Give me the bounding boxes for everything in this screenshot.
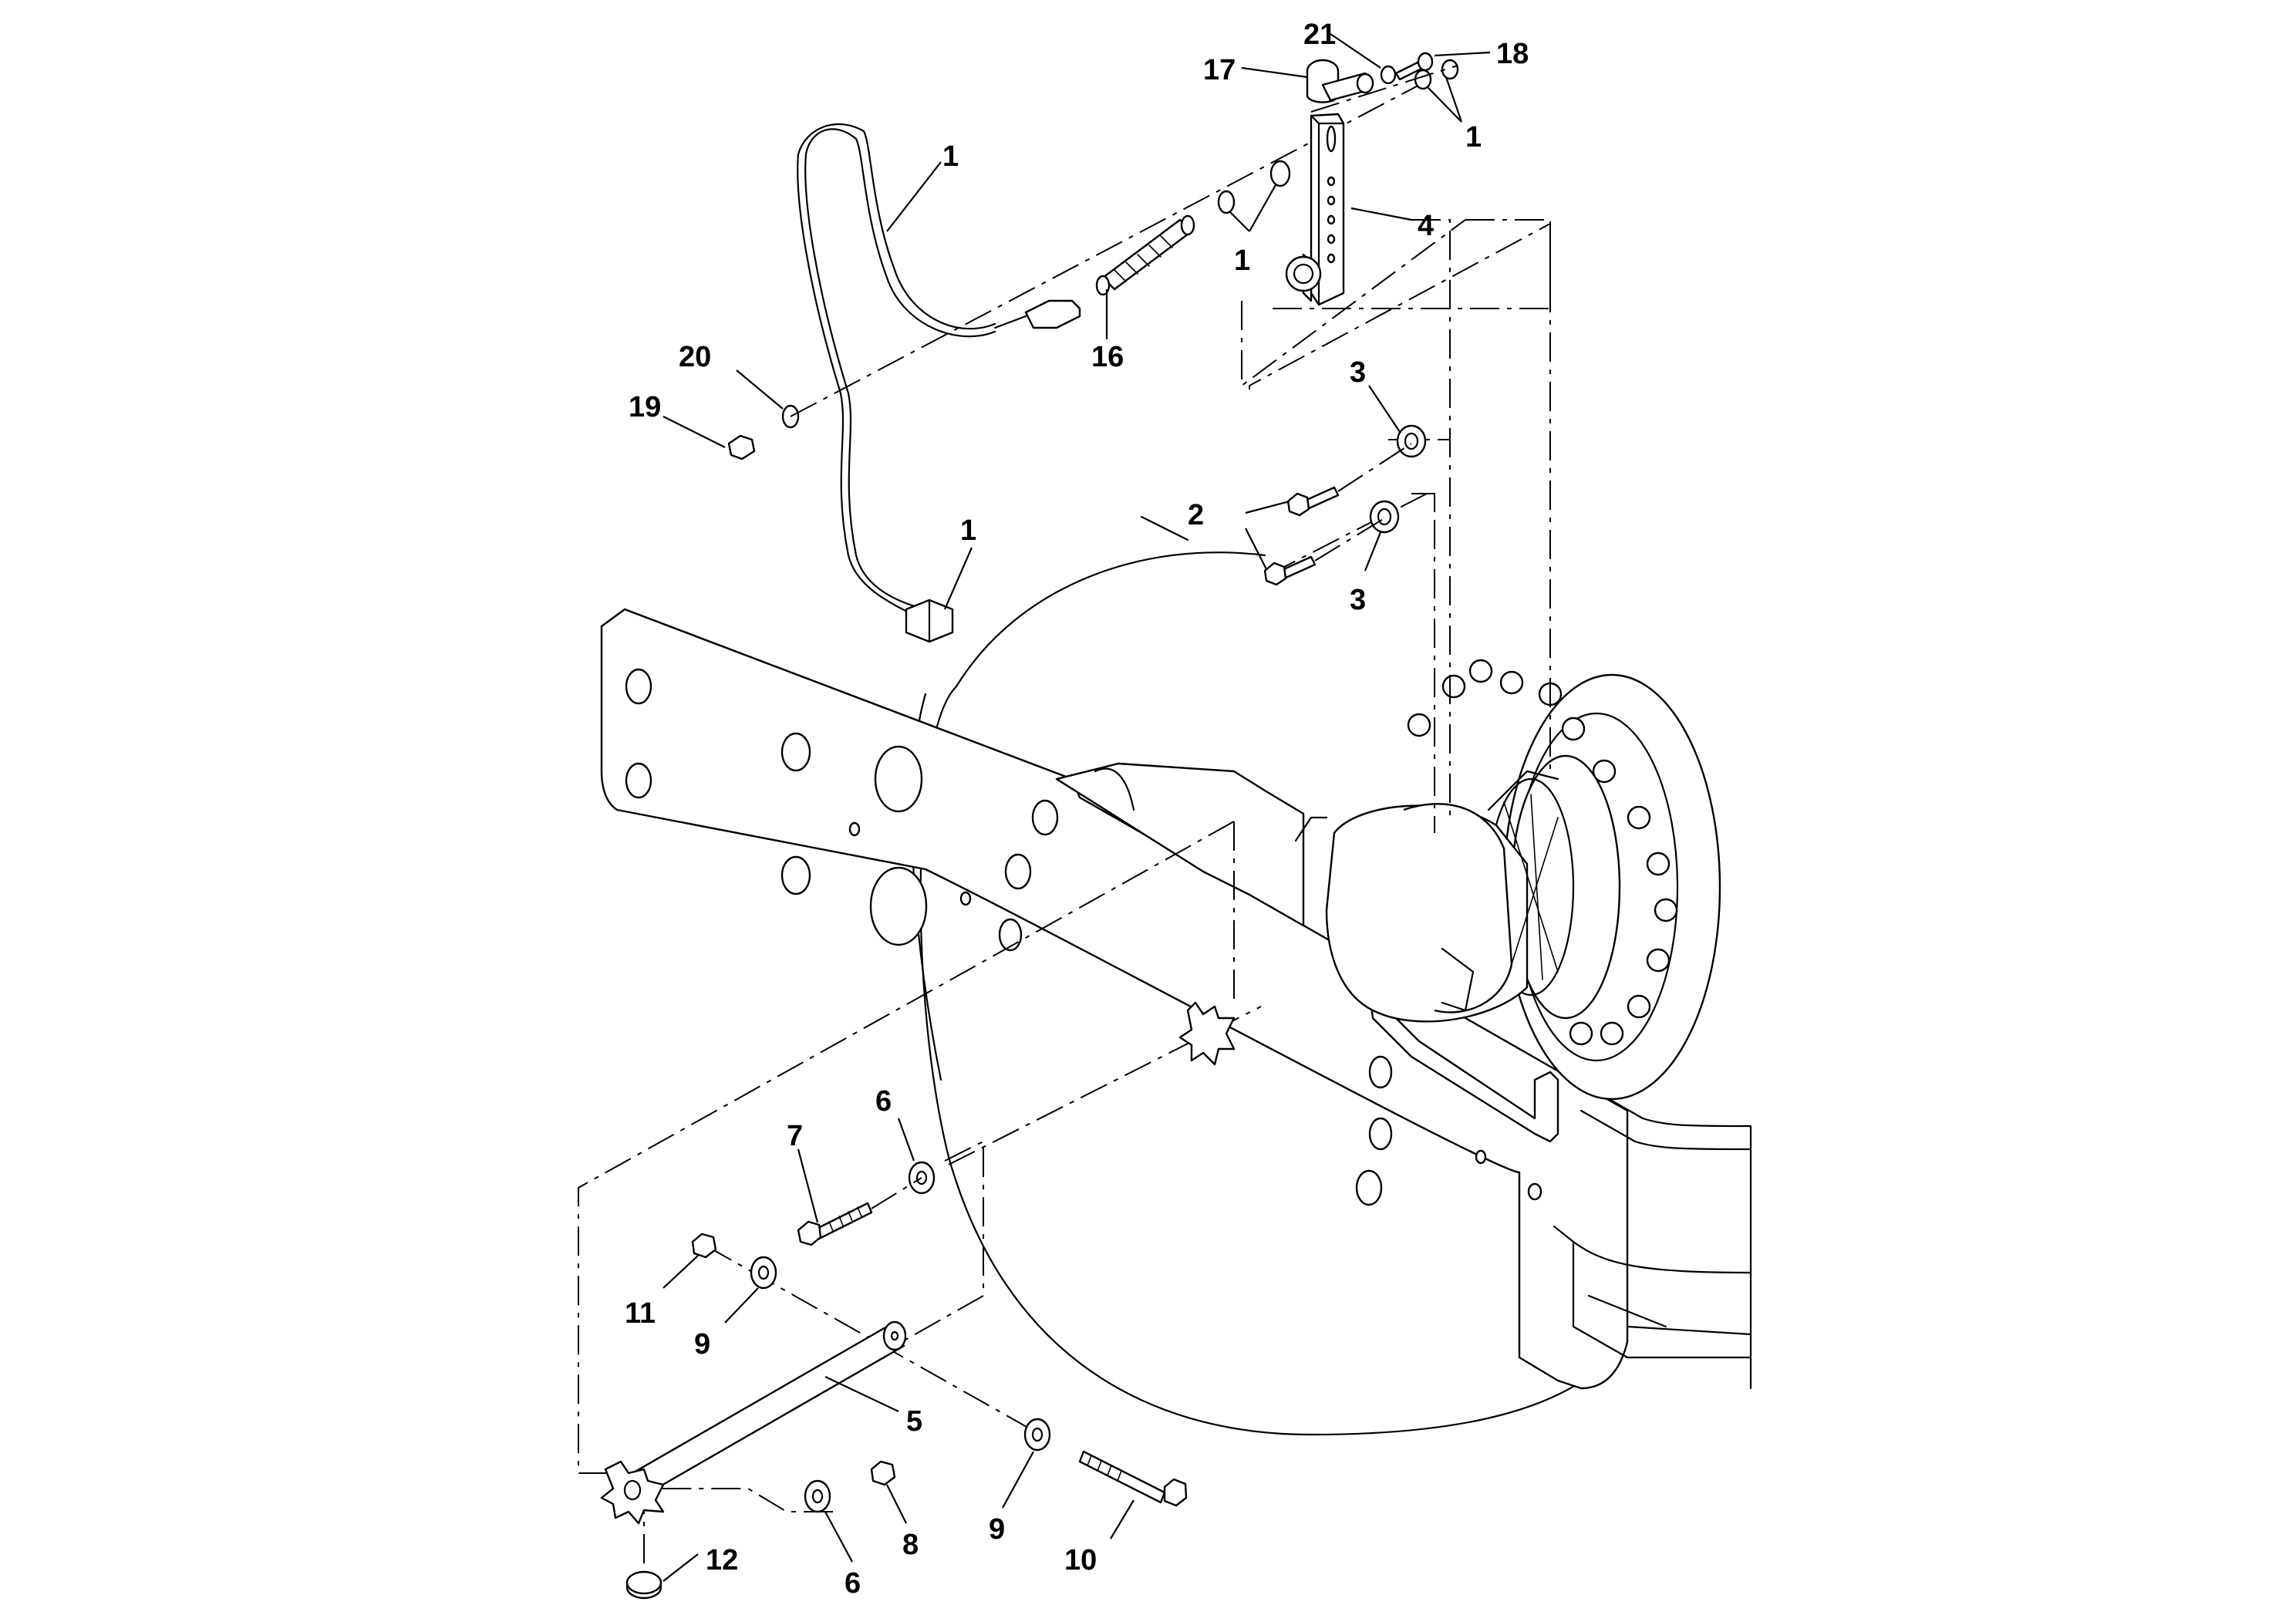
callout-1-top: 1 <box>1465 121 1482 153</box>
threaded-sensor-16 <box>1095 214 1195 296</box>
spacer-3-lower <box>1369 500 1400 534</box>
spacer-3-upper <box>1396 424 1427 458</box>
nut-1-top <box>1441 59 1459 80</box>
washer-9-left <box>750 1256 777 1290</box>
callout-1-cable: 1 <box>942 140 959 173</box>
shaft-5 <box>631 1320 907 1494</box>
clamp-17 <box>1306 59 1374 103</box>
bolt-10 <box>1078 1450 1188 1507</box>
knob-star <box>600 1460 665 1525</box>
callout-labels: 21 18 17 1 1 1 4 16 20 19 3 2 3 1 6 7 11… <box>625 19 1529 1600</box>
callout-12: 12 <box>706 1544 738 1576</box>
callout-19: 19 <box>629 391 661 423</box>
grommet-12 <box>625 1570 663 1600</box>
nut-8 <box>870 1460 896 1486</box>
mounting-bracket <box>1055 762 1559 1143</box>
callout-3-upper: 3 <box>1350 356 1366 389</box>
callout-4: 4 <box>1418 210 1434 242</box>
callout-16: 16 <box>1091 341 1124 373</box>
callout-9-right: 9 <box>989 1513 1005 1546</box>
callout-3-lower: 3 <box>1350 584 1366 616</box>
callout-6-lower: 6 <box>845 1567 861 1600</box>
assembly-axes-upper <box>790 80 1551 833</box>
leader-lines <box>663 33 1491 1582</box>
frame-plate <box>600 608 1629 1390</box>
callout-2: 2 <box>1188 499 1204 531</box>
washer-1 <box>1217 190 1236 214</box>
bolt-2-lower <box>1263 555 1317 586</box>
callout-9-left: 9 <box>694 1328 710 1361</box>
frame-extension <box>1553 1086 1752 1390</box>
callout-6-upper: 6 <box>875 1085 892 1118</box>
tie-rod-clip <box>1178 1001 1236 1066</box>
callout-18: 18 <box>1496 38 1529 70</box>
callout-1-connector: 1 <box>960 514 976 547</box>
bolt-2-upper <box>1286 486 1340 517</box>
washer-1b <box>1269 160 1291 187</box>
sensor-bracket-4 <box>1285 113 1345 306</box>
washer-9-right <box>1023 1418 1051 1452</box>
callout-10: 10 <box>1064 1544 1097 1576</box>
callout-5: 5 <box>906 1405 922 1438</box>
washer-21 <box>1380 65 1397 85</box>
washer-1-top <box>1414 69 1432 90</box>
washer-6-lower <box>804 1479 831 1513</box>
sensor-cable <box>727 123 1291 643</box>
nut-11 <box>691 1233 717 1259</box>
callout-11: 11 <box>625 1297 656 1330</box>
callout-17: 17 <box>1203 54 1236 86</box>
bolt-7 <box>797 1202 873 1246</box>
drive-hub <box>1294 659 1721 1101</box>
callout-1-mid: 1 <box>1234 244 1250 277</box>
callout-8: 8 <box>902 1529 919 1561</box>
flange-bolts <box>1407 659 1678 1046</box>
callout-7: 7 <box>787 1120 803 1152</box>
callout-20: 20 <box>679 341 711 373</box>
nut-19 <box>727 434 756 460</box>
callout-21: 21 <box>1303 19 1336 51</box>
